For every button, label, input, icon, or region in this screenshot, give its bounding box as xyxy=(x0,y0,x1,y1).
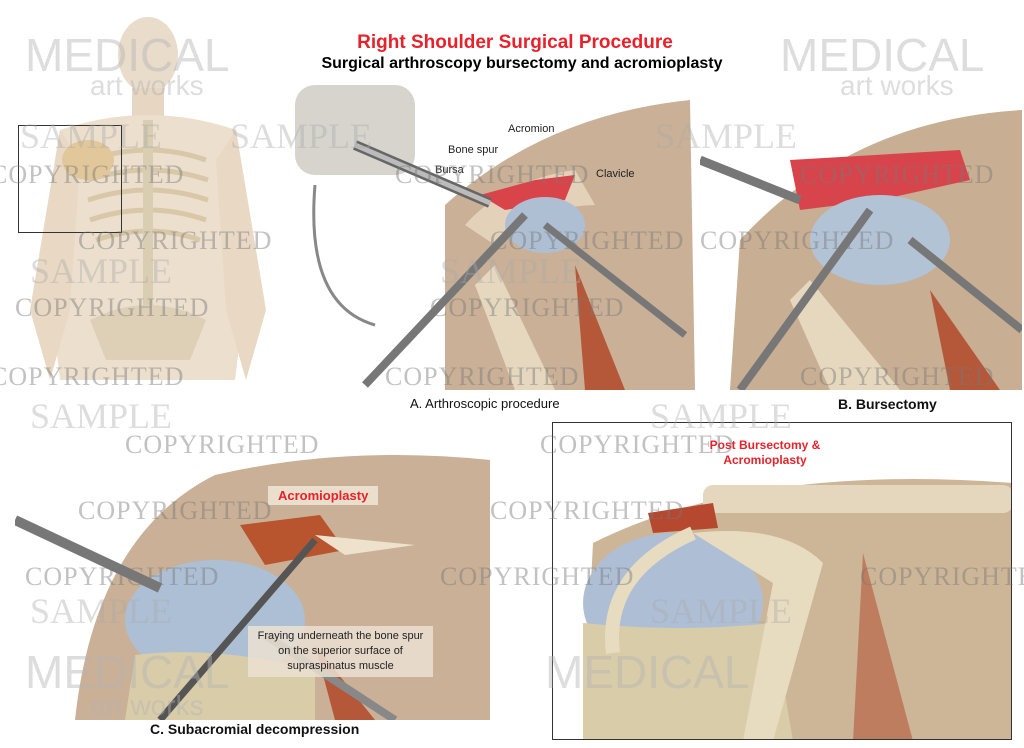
watermark-brand-sub: art works xyxy=(840,70,954,101)
shoulder-highlight-box xyxy=(18,125,122,233)
panel-a-illustration xyxy=(295,85,695,390)
label-post-bursectomy: Post Bursectomy & Acromioplasty xyxy=(709,438,821,467)
label-acromioplasty: Acromioplasty xyxy=(268,486,379,505)
skeleton-figure-illustration xyxy=(30,17,266,380)
panel-d-illustration xyxy=(583,479,1011,739)
panel-c-illustration xyxy=(15,455,490,720)
panel-b-illustration xyxy=(700,110,1022,390)
page-title: Right Shoulder Surgical Procedure xyxy=(357,32,673,53)
label-bursa: Bursa xyxy=(435,164,464,176)
label-bone-spur: Bone spur xyxy=(448,144,499,156)
page-subtitle: Surgical arthroscopy bursectomy and acro… xyxy=(321,55,723,72)
caption-panel-a: A. Arthroscopic procedure xyxy=(410,396,560,411)
label-clavicle: Clavicle xyxy=(596,168,635,180)
watermark-sample: SAMPLE xyxy=(30,396,173,436)
panel-d-frame xyxy=(552,422,1012,740)
note-fraying: Fraying underneath the bone spur on the … xyxy=(248,626,433,677)
caption-panel-c: C. Subacromial decompression xyxy=(150,721,360,737)
caption-panel-b: B. Bursectomy xyxy=(838,396,937,412)
label-acromion: Acromion xyxy=(508,123,555,135)
